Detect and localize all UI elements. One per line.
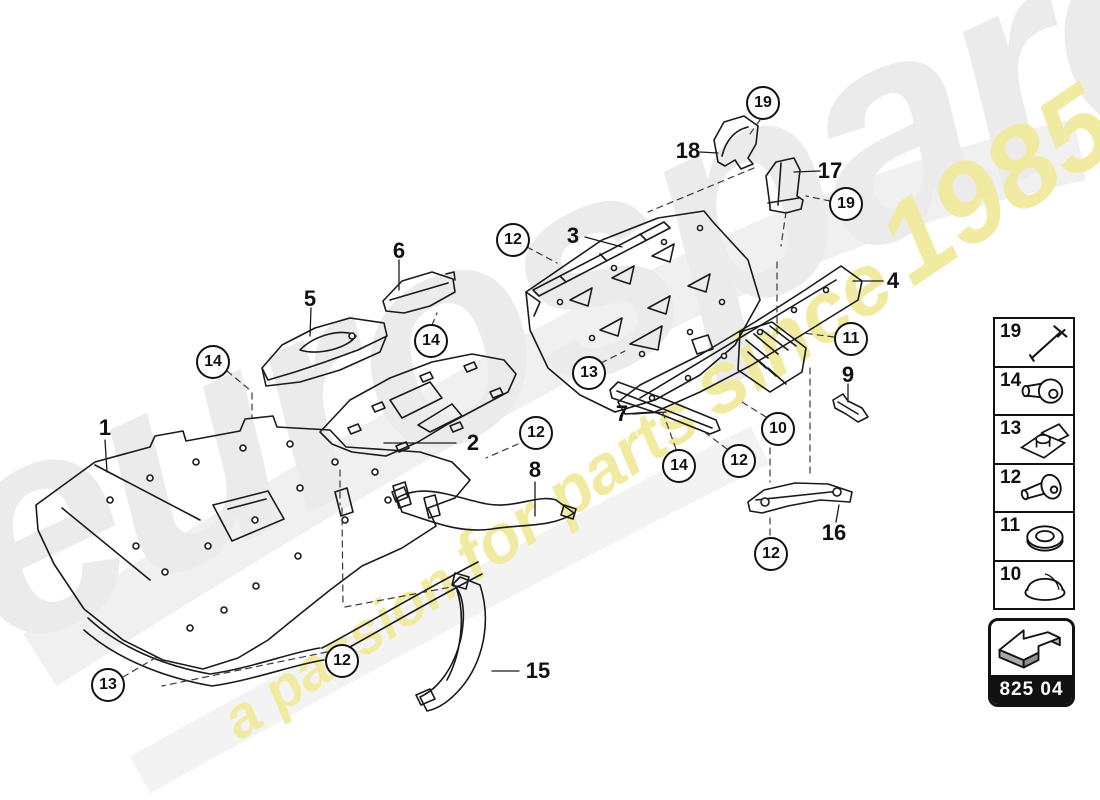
callout-14[interactable]: 14 <box>662 449 696 483</box>
part-label-1: 1 <box>98 415 112 440</box>
section-code: 825 04 <box>991 675 1072 704</box>
part-17-upper-bracket <box>765 157 804 214</box>
callout-19[interactable]: 19 <box>746 86 780 120</box>
part-label-5: 5 <box>303 286 317 311</box>
part-label-17: 17 <box>817 158 843 183</box>
legend-number: 10 <box>1000 563 1022 585</box>
fastener-dashed-lines <box>122 119 835 687</box>
part-label-3: 3 <box>566 223 580 248</box>
part-label-9: 9 <box>841 362 855 387</box>
part-label-7: 7 <box>615 401 629 426</box>
cover-cap-icon <box>1024 573 1066 601</box>
part-1-front-underbody-panel <box>35 415 483 687</box>
legend-row-13[interactable]: 13 <box>995 416 1073 465</box>
callout-12[interactable]: 12 <box>722 444 756 478</box>
part-label-16: 16 <box>821 520 847 545</box>
part-8-curved-strip <box>391 486 577 531</box>
part-2-centre-tray-panel <box>319 353 517 457</box>
legend-row-11[interactable]: 11 <box>995 513 1073 562</box>
legend-row-10[interactable]: 10 <box>995 561 1073 608</box>
callout-13[interactable]: 13 <box>572 356 606 390</box>
callout-12[interactable]: 12 <box>496 223 530 257</box>
flat-head-rivet-icon <box>1020 473 1062 501</box>
part-6-cover-plate <box>382 271 456 314</box>
part-18-cowl-bracket <box>713 115 759 170</box>
callout-14[interactable]: 14 <box>196 345 230 379</box>
push-rivet-icon <box>1021 378 1064 404</box>
callout-12[interactable]: 12 <box>325 644 359 678</box>
part-label-18: 18 <box>675 138 701 163</box>
legend-number: 11 <box>1000 515 1021 536</box>
callout-12[interactable]: 12 <box>519 416 553 450</box>
legend-row-12[interactable]: 12 <box>995 464 1073 513</box>
section-code-box[interactable]: 825 04 <box>988 618 1075 707</box>
clip-nut-icon <box>1019 422 1070 459</box>
callout-10[interactable]: 10 <box>761 412 795 446</box>
label-leader-lines <box>104 151 884 672</box>
legend-number: 19 <box>1000 321 1022 342</box>
callout-13[interactable]: 13 <box>91 668 125 702</box>
part-label-2: 2 <box>466 430 480 455</box>
part-9-angle-bracket <box>832 393 869 423</box>
part-15-arch-strip <box>415 572 487 712</box>
callout-11[interactable]: 11 <box>834 322 868 356</box>
section-arrow-icon <box>998 629 1061 669</box>
part-3-frame-centre-panel <box>525 210 761 413</box>
legend-number: 12 <box>1000 466 1022 488</box>
part-label-4: 4 <box>886 268 900 293</box>
callout-12[interactable]: 12 <box>754 537 788 571</box>
callout-19[interactable]: 19 <box>829 187 863 221</box>
grommet-icon <box>1026 524 1064 552</box>
part-label-6: 6 <box>392 238 406 263</box>
legend-number: 13 <box>1000 418 1022 439</box>
legend-row-19[interactable]: 19 <box>995 319 1073 368</box>
legend-number: 14 <box>1000 369 1022 391</box>
part-16-support-bracket <box>747 482 853 514</box>
fastener-legend: 19 14 13 <box>993 317 1075 610</box>
callout-14[interactable]: 14 <box>414 324 448 358</box>
expanding-rivet-icon <box>1028 324 1068 362</box>
part-5-side-bracket <box>261 317 388 387</box>
part-label-15: 15 <box>525 658 551 683</box>
part-4-diagonal-trim-panel <box>617 265 863 415</box>
part-label-8: 8 <box>528 457 542 482</box>
legend-row-14[interactable]: 14 <box>995 367 1073 416</box>
part-7-sill-strip <box>609 381 721 435</box>
